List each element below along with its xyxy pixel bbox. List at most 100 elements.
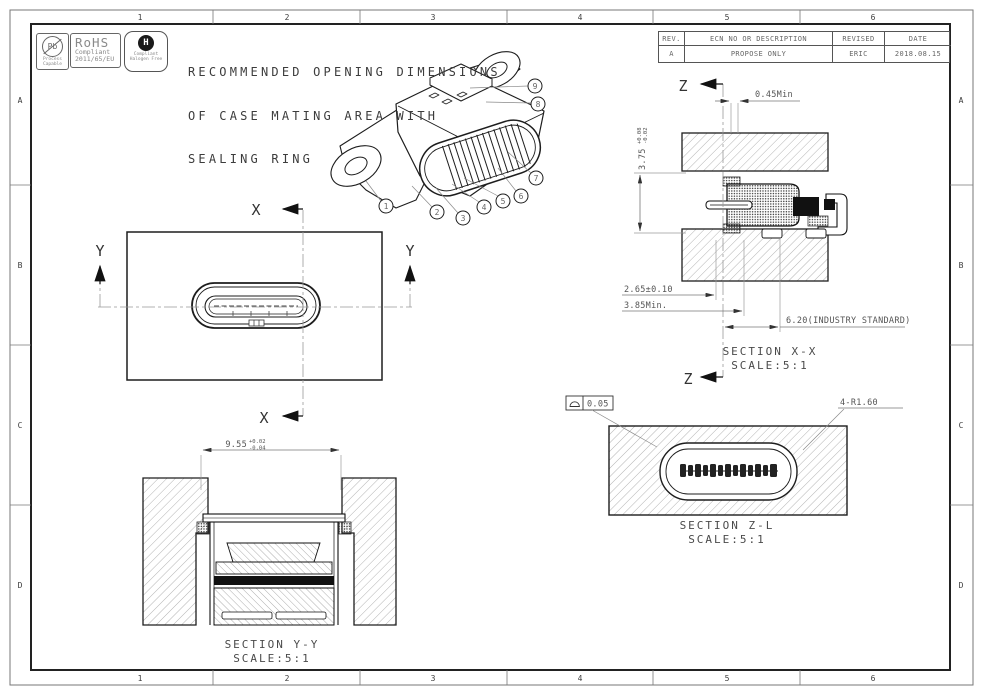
dim-text: 9.55 [225,440,247,450]
pb-caption: Process [43,57,62,62]
zone-row-label: B [18,261,23,270]
flatness-callout: 0.05 [565,395,658,448]
balloon-number: 9 [533,82,538,91]
vent-holes [428,91,468,105]
case-section-left [142,477,209,626]
balloon-3: 3 [455,210,471,226]
rev-header: DATE [884,32,951,46]
dim-depth-1: 2.65±0.10 [622,240,717,300]
isometric-view: 1 2 3 4 5 6 7 8 9 [330,51,546,226]
dim-tolerance-plus: +0.02 [249,439,266,445]
zone-col-label: 2 [285,13,290,22]
front-view: X X Y Y [94,201,416,427]
section-yy-title: SECTION Y-Y [225,638,320,651]
rev-cell: 2018.08.15 [884,46,951,62]
zone-col-label: 1 [138,13,143,22]
pb-symbol: Pb [47,42,58,51]
dim-depth-2: 3.85Min. [622,240,745,316]
dim-wall-thickness: 0.45Min [715,90,800,104]
section-line-z: Z Z [678,77,724,388]
zone-col-label: 6 [871,13,876,22]
dim-text: 2.65±0.10 [624,285,673,295]
emi-pad [214,576,334,585]
dim-opening-width: 9.55 +0.02 -0.04 [200,439,342,490]
zone-row-label: A [18,96,23,105]
zone-row-label: C [18,421,23,430]
zone-col-label: 4 [578,13,583,22]
dim-text: 3.85Min. [624,301,667,311]
title-line: RECOMMENDED OPENING DIMENSIONS [188,65,501,79]
seal-ring-right [338,521,352,535]
screw-hole [486,61,508,79]
section-z-label: Z [678,77,687,95]
halogen-caption: Halogen Free [129,57,163,62]
dim-opening-height: 3.75 +0.08 -0.02 [634,127,686,234]
zone-col-label: 1 [138,674,143,683]
pb-free-logo: Pb Process Capable [36,33,69,70]
section-x-label: X [251,201,260,219]
zone-row-label: C [959,421,964,430]
rohs-line: Compliant [75,48,111,56]
pb-caption: Capable [43,62,62,67]
halogen-caption: Compliant [133,52,159,57]
section-yy-scale: SCALE:5:1 [233,652,311,665]
balloon-callouts: 1 2 3 4 5 6 7 8 9 [378,78,546,226]
dim-text: 0.45Min [755,90,793,100]
section-xx-scale: SCALE:5:1 [731,359,809,372]
case-section-top [681,132,829,172]
balloon-number: 4 [482,203,487,212]
dim-text: 4-R1.60 [840,398,878,408]
drawing-title: RECOMMENDED OPENING DIMENSIONS OF CASE M… [188,36,501,196]
balloon-6: 6 [513,188,529,204]
radius-callout: 4-R1.60 [802,398,903,451]
zone-col-label: 4 [578,674,583,683]
seal-ring-left [196,521,210,535]
balloon-number: 7 [534,174,539,183]
dim-tolerance-minus: -0.04 [249,446,266,452]
section-z-label: Z [683,370,692,388]
section-line-y: Y Y [94,242,416,308]
section-yy-view: 9.55 +0.02 -0.04 SECTION Y-Y SCALE:5:1 [142,439,397,665]
zone-col-label: 2 [285,674,290,683]
rohs-logo: RoHS Compliant 2011/65/EU [70,33,121,68]
section-zl-view: 0.05 4-R1.60 SECTION Z-L SCALE:5:1 [565,395,903,546]
section-zl-title: SECTION Z-L [680,519,775,532]
balloon-7: 7 [528,170,544,186]
connector-section [196,513,352,626]
zone-col-label: 3 [431,13,436,22]
balloon-number: 5 [501,197,506,206]
section-x-label: X [259,409,268,427]
balloon-number: 6 [519,192,524,201]
zone-row-label: B [959,261,964,270]
rev-cell: ERIC [832,46,884,62]
case-section-bottom [681,228,829,282]
halogen-free-icon: H [138,35,154,51]
rev-cell: A [669,50,674,58]
balloon-5: 5 [495,193,511,209]
balloon-8: 8 [530,96,546,112]
section-y-label: Y [95,242,104,260]
zone-row-label: A [959,96,964,105]
section-xx-title: SECTION X-X [723,345,818,358]
rev-header: ECN NO OR DESCRIPTION [684,32,832,46]
balloon-4: 4 [476,199,492,215]
balloon-number: 2 [435,208,440,217]
zone-col-label: 6 [871,674,876,683]
surface-profile-icon [569,401,580,407]
title-line: OF CASE MATING AREA WITH [188,108,439,123]
dim-text: 3.75 [638,148,648,170]
zone-col-label: 5 [725,13,730,22]
base-section [213,587,335,626]
screw-hole [344,156,368,176]
balloon-9: 9 [527,78,543,94]
balloon-number: 3 [461,214,466,223]
housing-section [226,542,321,563]
connector-section [705,176,848,239]
zone-col-label: 5 [725,674,730,683]
zone-row-label: D [18,581,23,590]
section-xx-view: Z Z 0.45Min 3.75 +0.08 -0.02 2.65±0.10 [622,77,910,388]
zone-row-label: D [959,581,964,590]
rev-header: REVISED [832,32,884,46]
halogen-free-logo: H Compliant Halogen Free [124,31,168,72]
